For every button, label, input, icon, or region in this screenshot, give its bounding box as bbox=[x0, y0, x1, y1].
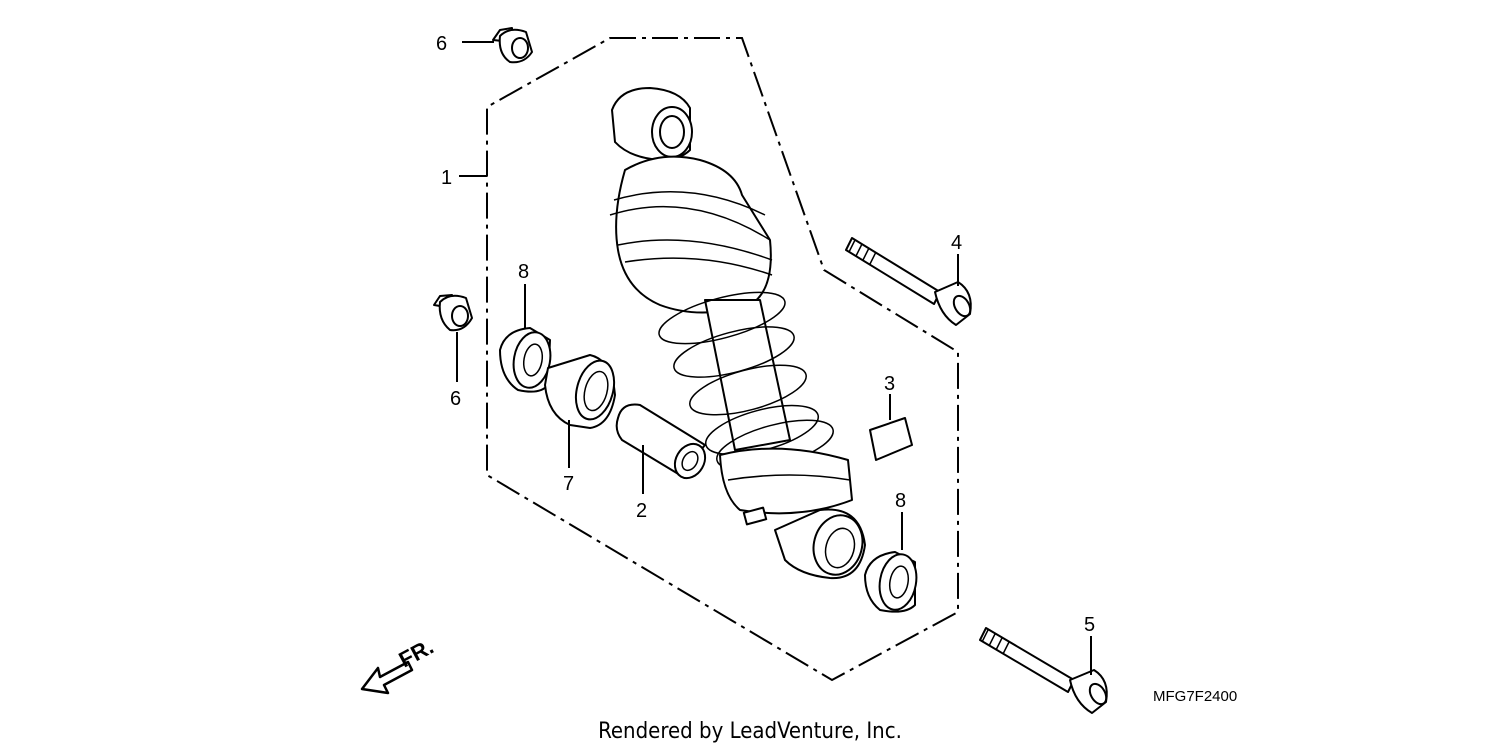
callout-5: 5 bbox=[1084, 614, 1095, 636]
nut-part-6-top bbox=[492, 27, 533, 64]
nut-part-6-left bbox=[433, 294, 473, 332]
callout-7: 7 bbox=[563, 473, 574, 495]
callout-6-left: 6 bbox=[450, 388, 461, 410]
leader-lines bbox=[456, 41, 1092, 675]
front-direction-indicator: FR. bbox=[360, 634, 438, 695]
callout-8-right: 8 bbox=[895, 490, 906, 512]
bushing-part-8-left bbox=[499, 327, 552, 393]
callout-8-left: 8 bbox=[518, 261, 529, 283]
front-arrow-icon bbox=[360, 660, 414, 695]
bearing-part-7 bbox=[544, 354, 616, 429]
callout-2: 2 bbox=[636, 500, 647, 522]
callout-6-top: 6 bbox=[436, 33, 447, 55]
footer-credit: Rendered by LeadVenture, Inc. bbox=[598, 719, 902, 744]
bolt-part-4 bbox=[845, 237, 972, 326]
label-part-3 bbox=[869, 417, 913, 461]
callout-1: 1 bbox=[441, 167, 452, 189]
diagram-code: MFG7F2400 bbox=[1153, 688, 1237, 705]
bolt-part-5 bbox=[979, 627, 1108, 714]
bushing-part-8-right bbox=[864, 551, 918, 613]
callout-3: 3 bbox=[884, 373, 895, 395]
collar-part-2 bbox=[615, 403, 707, 480]
shock-absorber-part bbox=[609, 87, 866, 580]
callout-4: 4 bbox=[951, 232, 962, 254]
assembly-boundary bbox=[486, 37, 959, 682]
